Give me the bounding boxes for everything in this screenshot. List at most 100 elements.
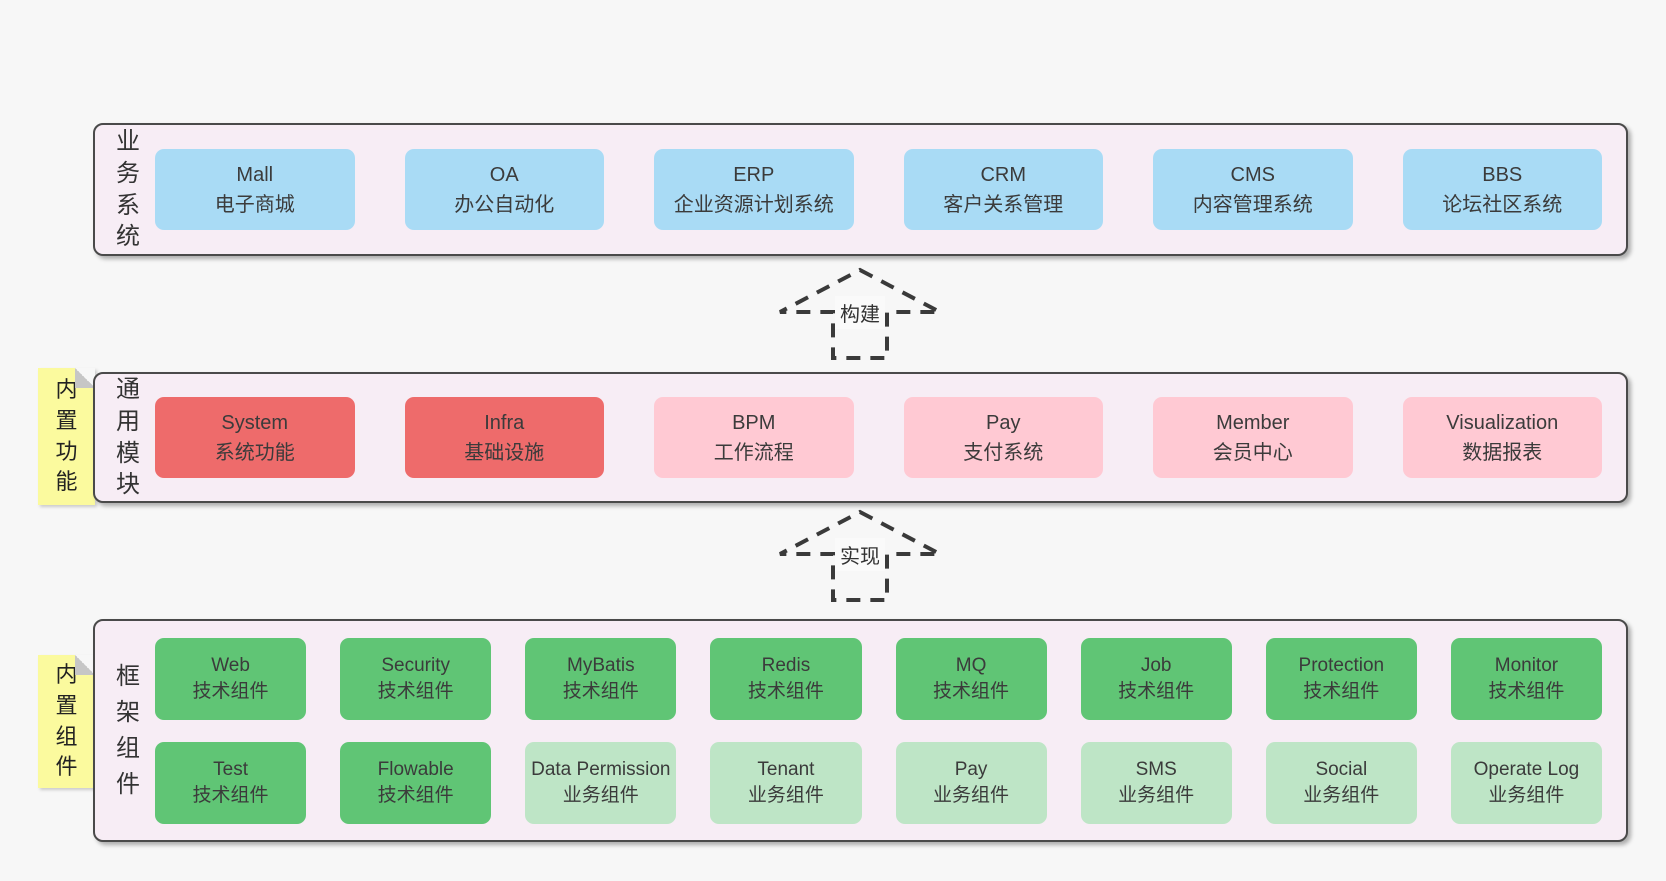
box-erp: ERP 企业资源计划系统 xyxy=(654,149,854,230)
box-pay-module: Pay 支付系统 xyxy=(903,397,1103,478)
box-title: SMS xyxy=(1135,758,1177,780)
box-social: Social 业务组件 xyxy=(1265,741,1417,824)
box-title: Job xyxy=(1140,654,1172,676)
box-subtitle: 支付系统 xyxy=(963,441,1044,464)
box-subtitle: 技术组件 xyxy=(192,680,269,702)
box-subtitle: 系统功能 xyxy=(214,441,295,464)
box-subtitle: 数据报表 xyxy=(1462,441,1543,464)
box-operate-log: Operate Log 业务组件 xyxy=(1450,741,1602,824)
box-title: Monitor xyxy=(1494,654,1559,676)
folded-corner-icon xyxy=(75,368,95,388)
box-job: Job 技术组件 xyxy=(1080,637,1232,720)
box-crm: CRM 客户关系管理 xyxy=(903,149,1103,230)
box-title: CMS xyxy=(1230,163,1275,186)
box-subtitle: 内容管理系统 xyxy=(1192,193,1313,216)
box-web: Web 技术组件 xyxy=(155,637,307,720)
box-system: System 系统功能 xyxy=(155,397,355,478)
panel-business-systems: 业务系统 Mall 电子商城 OA 办公自动化 ERP 企业资源计划系统 CRM… xyxy=(93,123,1628,256)
business-box-row: Mall 电子商城 OA 办公自动化 ERP 企业资源计划系统 CRM 客户关系… xyxy=(155,149,1626,230)
box-subtitle: 技术组件 xyxy=(562,680,639,702)
box-subtitle: 工作流程 xyxy=(713,441,794,464)
modules-box-row: System 系统功能 Infra 基础设施 BPM 工作流程 Pay 支付系统… xyxy=(155,397,1626,478)
panel-common-modules: 通用模块 System 系统功能 Infra 基础设施 BPM 工作流程 Pay… xyxy=(93,372,1628,503)
box-title: System xyxy=(221,411,289,434)
box-title: MyBatis xyxy=(567,654,635,676)
box-mq: MQ 技术组件 xyxy=(895,637,1047,720)
box-title: BBS xyxy=(1482,163,1523,186)
box-title: Infra xyxy=(484,411,525,434)
box-subtitle: 业务组件 xyxy=(933,784,1010,806)
box-subtitle: 业务组件 xyxy=(747,784,824,806)
box-security: Security 技术组件 xyxy=(340,637,492,720)
dashed-up-arrow-icon xyxy=(779,509,941,602)
box-title: MQ xyxy=(955,654,987,676)
arrow-build: 构建 xyxy=(770,266,950,362)
box-title: OA xyxy=(489,163,519,186)
box-tenant: Tenant 业务组件 xyxy=(710,741,862,824)
box-title: Redis xyxy=(761,654,811,676)
arrow-implement-label: 实现 xyxy=(835,538,885,571)
box-title: Member xyxy=(1216,411,1290,434)
sticky-tab-builtin-components: 内置组件 xyxy=(38,655,95,788)
sticky-tab-builtin-features: 内置功能 xyxy=(38,368,95,505)
box-title: Social xyxy=(1315,758,1368,780)
box-title: Operate Log xyxy=(1473,758,1580,780)
box-subtitle: 业务组件 xyxy=(562,784,639,806)
panel-framework-components: 框架组件 Web 技术组件 Security 技术组件 MyBatis 技术组件… xyxy=(93,619,1628,842)
panel-title-common-modules: 通用模块 xyxy=(116,376,140,499)
box-redis: Redis 技术组件 xyxy=(710,637,862,720)
box-title: Visualization xyxy=(1446,411,1559,434)
box-subtitle: 业务组件 xyxy=(1118,784,1195,806)
box-subtitle: 技术组件 xyxy=(192,784,269,806)
box-title: Tenant xyxy=(757,758,815,780)
box-subtitle: 客户关系管理 xyxy=(943,193,1064,216)
box-subtitle: 技术组件 xyxy=(1488,680,1565,702)
panel-title-business-systems: 业务系统 xyxy=(116,128,140,251)
box-title: Flowable xyxy=(377,758,454,780)
box-subtitle: 会员中心 xyxy=(1212,441,1293,464)
box-mall: Mall 电子商城 xyxy=(155,149,355,230)
components-rows: Web 技术组件 Security 技术组件 MyBatis 技术组件 Redi… xyxy=(155,637,1626,824)
box-subtitle: 业务组件 xyxy=(1488,784,1565,806)
components-row-2: Test 技术组件 Flowable 技术组件 Data Permission … xyxy=(155,741,1602,824)
box-title: Test xyxy=(213,758,248,780)
box-subtitle: 技术组件 xyxy=(1118,680,1195,702)
box-mybatis: MyBatis 技术组件 xyxy=(525,637,677,720)
panel-title-framework-components: 框架组件 xyxy=(116,662,140,798)
folded-corner-icon xyxy=(75,655,95,675)
box-title: ERP xyxy=(733,163,775,186)
box-monitor: Monitor 技术组件 xyxy=(1450,637,1602,720)
box-title: Protection xyxy=(1298,654,1385,676)
box-title: Data Permission xyxy=(531,758,671,780)
box-pay-component: Pay 业务组件 xyxy=(895,741,1047,824)
box-subtitle: 技术组件 xyxy=(377,784,454,806)
box-title: Mall xyxy=(236,163,274,186)
box-title: BPM xyxy=(732,411,776,434)
box-oa: OA 办公自动化 xyxy=(404,149,604,230)
components-row-1: Web 技术组件 Security 技术组件 MyBatis 技术组件 Redi… xyxy=(155,637,1602,720)
box-bpm: BPM 工作流程 xyxy=(654,397,854,478)
arrow-implement: 实现 xyxy=(770,508,950,604)
box-test: Test 技术组件 xyxy=(155,741,307,824)
box-subtitle: 电子商城 xyxy=(214,193,295,216)
box-subtitle: 业务组件 xyxy=(1303,784,1380,806)
dashed-up-arrow-icon xyxy=(779,267,941,360)
box-bbs: BBS 论坛社区系统 xyxy=(1402,149,1602,230)
box-subtitle: 办公自动化 xyxy=(454,193,555,216)
arrow-build-label: 构建 xyxy=(835,296,885,329)
box-title: Security xyxy=(381,654,450,676)
box-data-permission: Data Permission 业务组件 xyxy=(525,741,677,824)
box-protection: Protection 技术组件 xyxy=(1265,637,1417,720)
box-visualization: Visualization 数据报表 xyxy=(1402,397,1602,478)
box-infra: Infra 基础设施 xyxy=(404,397,604,478)
box-subtitle: 技术组件 xyxy=(747,680,824,702)
box-title: Pay xyxy=(986,411,1021,434)
box-subtitle: 技术组件 xyxy=(377,680,454,702)
box-cms: CMS 内容管理系统 xyxy=(1153,149,1353,230)
box-subtitle: 基础设施 xyxy=(464,441,545,464)
box-title: CRM xyxy=(980,163,1027,186)
box-title: Pay xyxy=(954,758,988,780)
box-title: Web xyxy=(211,654,250,676)
box-subtitle: 技术组件 xyxy=(933,680,1010,702)
